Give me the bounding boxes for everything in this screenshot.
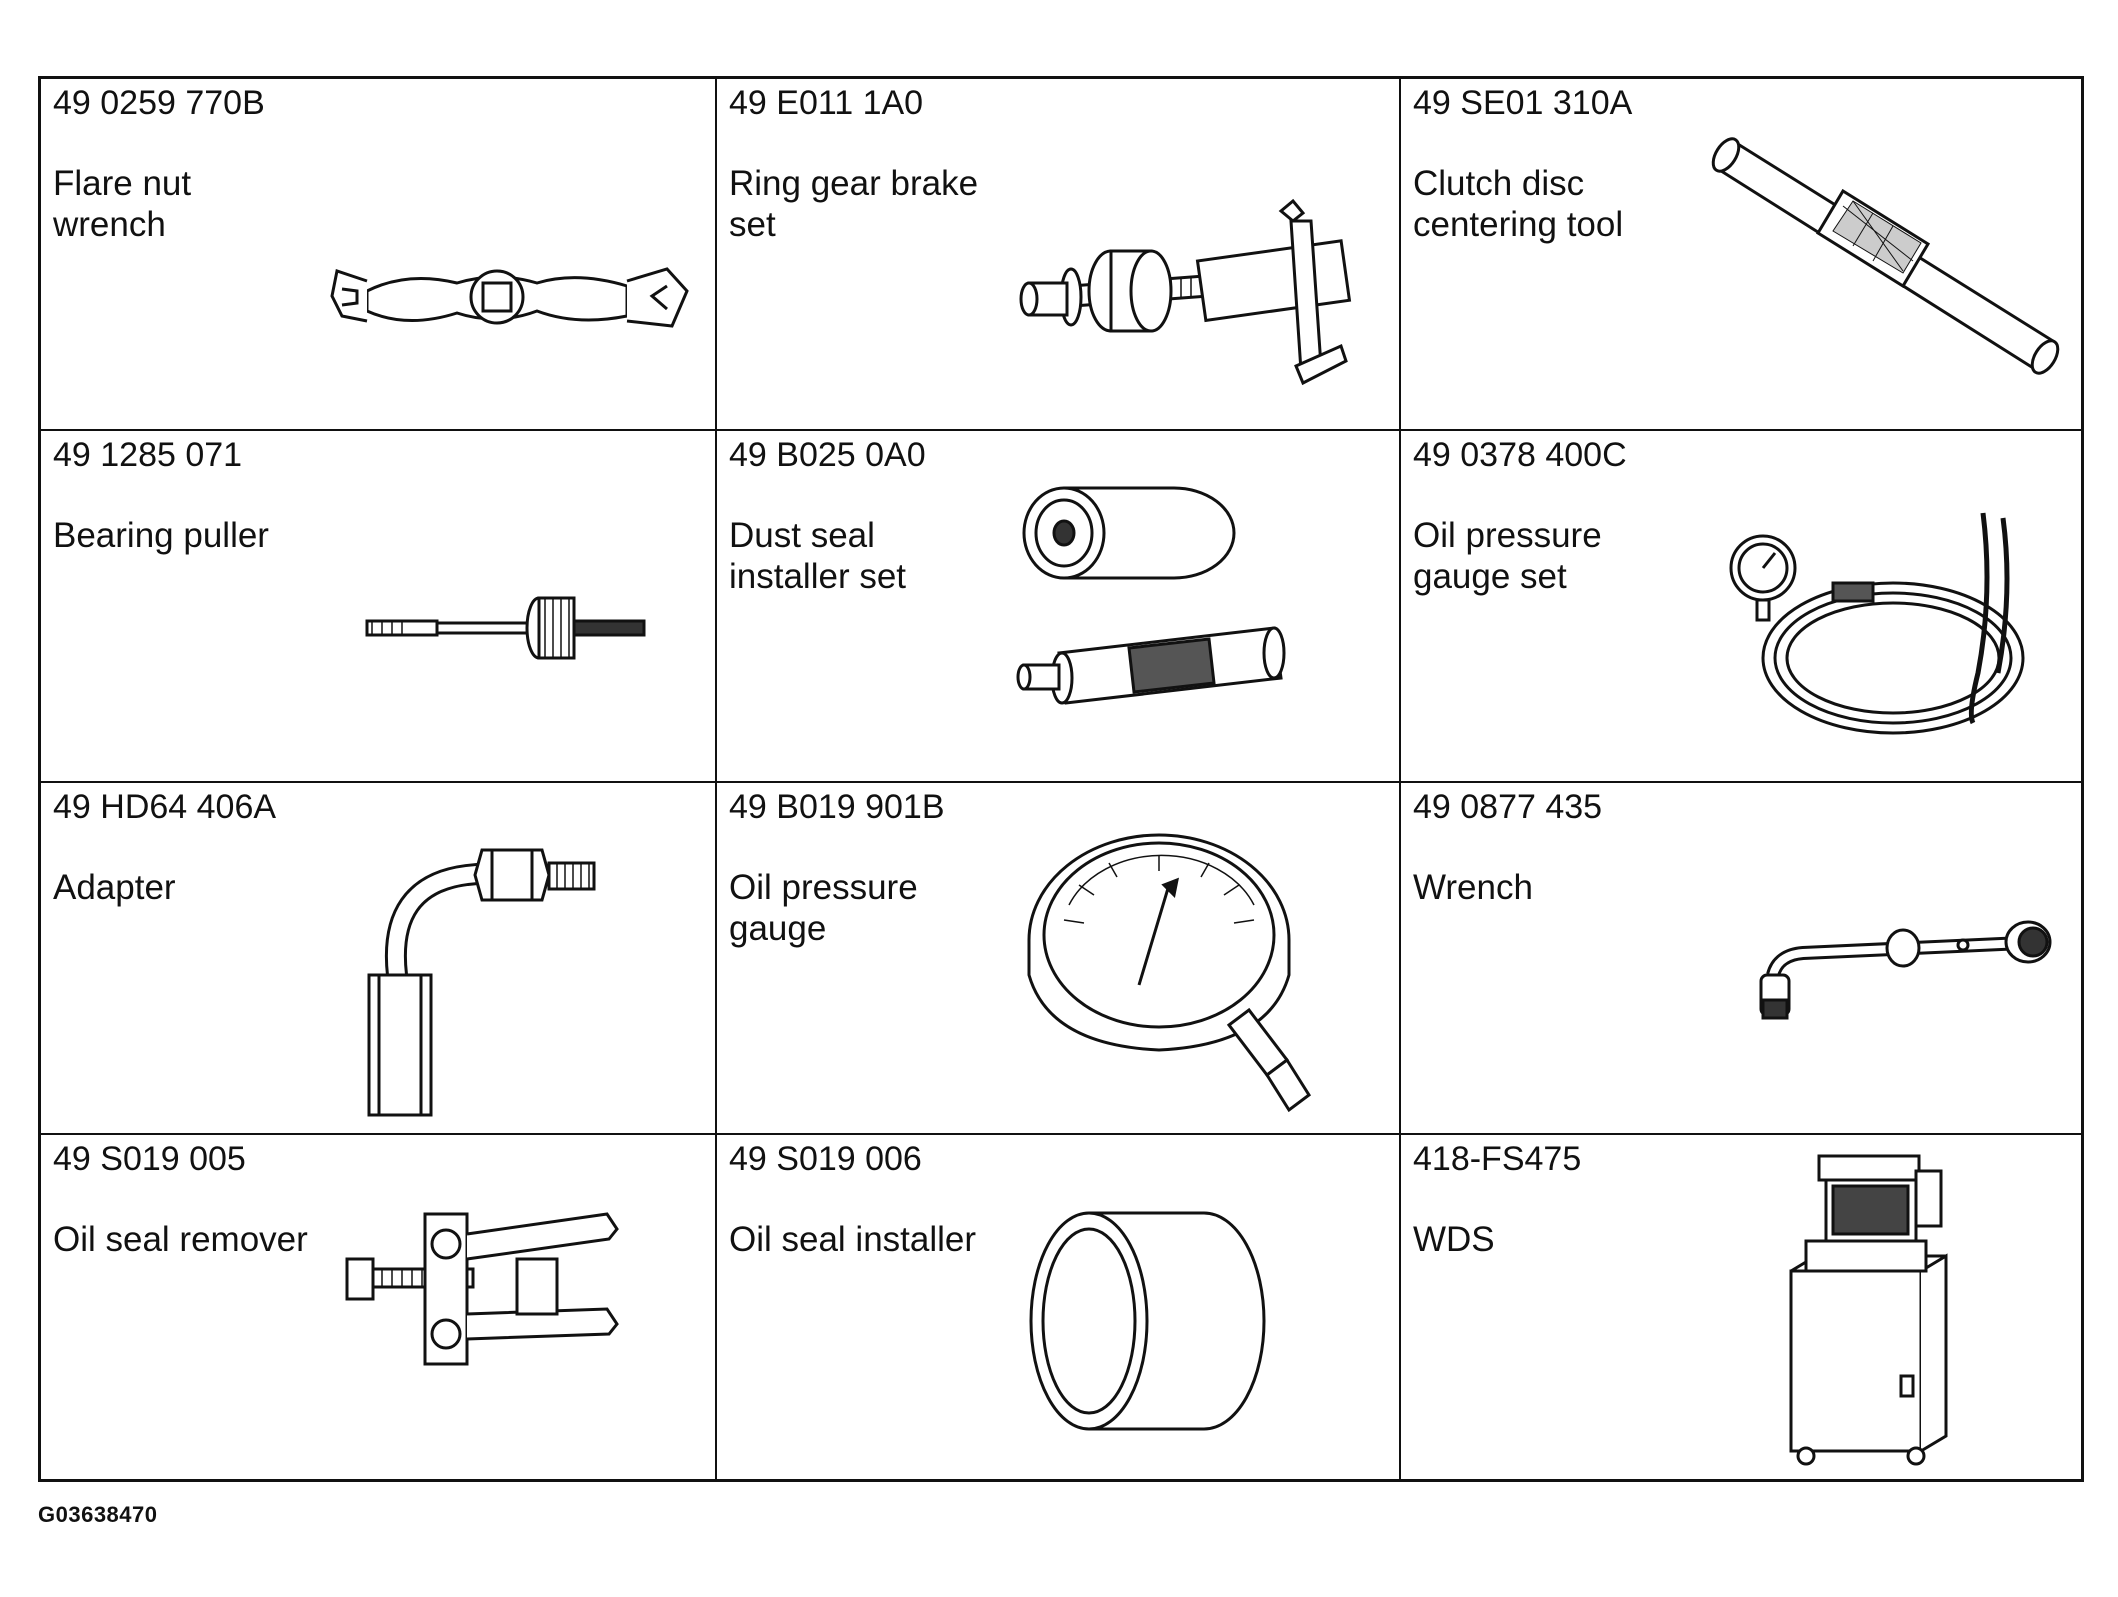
tool-name: Flare nut wrench (53, 164, 192, 244)
tool-code: 49 B019 901B (729, 788, 945, 826)
tool-cell-adapter: 49 HD64 406A Adapter (41, 783, 717, 1135)
tool-code: 418-FS475 (1413, 1140, 1582, 1178)
tool-name: Oil pressure gauge set (1413, 516, 1602, 596)
oil-seal-installer-icon (1009, 1171, 1309, 1471)
tool-name: Bearing puller (53, 516, 269, 555)
oil-pressure-gauge-icon (1019, 825, 1359, 1125)
tool-code: 49 0378 400C (1413, 436, 1627, 474)
tool-name: Oil seal remover (53, 1220, 308, 1259)
tool-cell-oil-pressure-gauge-set: 49 0378 400C Oil pressure gauge set (1401, 431, 2081, 783)
tool-name: Ring gear brake set (729, 164, 979, 244)
wds-station-icon (1771, 1151, 1971, 1471)
tool-code: 49 0877 435 (1413, 788, 1603, 826)
figure-reference-id: G03638470 (38, 1502, 158, 1527)
tool-cell-flare-nut-wrench: 49 0259 770B Flare nut wrench (41, 79, 717, 431)
tool-cell-ring-gear-brake-set: 49 E011 1A0 Ring gear brake set (717, 79, 1401, 431)
tool-cell-wds: 418-FS475 WDS (1401, 1135, 2081, 1479)
tool-code: 49 S019 005 (53, 1140, 246, 1178)
bearing-puller-icon (327, 473, 707, 773)
tool-cell-oil-seal-installer: 49 S019 006 Oil seal installer (717, 1135, 1401, 1479)
tool-code: 49 0259 770B (53, 84, 265, 122)
ring-gear-brake-set-icon (1011, 121, 1391, 421)
tool-code: 49 B025 0A0 (729, 436, 926, 474)
special-tools-table: 49 0259 770B Flare nut wrench 49 E011 1A… (38, 76, 2084, 1482)
tool-name: Oil pressure gauge (729, 868, 918, 948)
clutch-disc-centering-tool-icon (1693, 121, 2073, 421)
tool-code: 49 S019 006 (729, 1140, 922, 1178)
tool-cell-bearing-puller: 49 1285 071 Bearing puller (41, 431, 717, 783)
tool-code: 49 1285 071 (53, 436, 243, 474)
adapter-icon (327, 825, 707, 1125)
tool-name: Oil seal installer (729, 1220, 977, 1259)
tool-code: 49 E011 1A0 (729, 84, 924, 122)
tool-name: Dust seal installer set (729, 516, 907, 596)
tool-cell-oil-pressure-gauge: 49 B019 901B Oil pressure gauge (717, 783, 1401, 1135)
dust-seal-installer-set-icon (1009, 473, 1349, 773)
wrench-icon (1693, 825, 2073, 1125)
tool-name: WDS (1413, 1220, 1495, 1259)
tool-name: Adapter (53, 868, 176, 907)
tool-code: 49 HD64 406A (53, 788, 277, 826)
tool-name: Clutch disc centering tool (1413, 164, 1624, 244)
tool-cell-wrench: 49 0877 435 Wrench (1401, 783, 2081, 1135)
tool-code: 49 SE01 310A (1413, 84, 1633, 122)
oil-pressure-gauge-set-icon (1693, 473, 2073, 773)
tool-cell-dust-seal-installer-set: 49 B025 0A0 Dust seal installer set (717, 431, 1401, 783)
tool-cell-clutch-disc-centering-tool: 49 SE01 310A Clutch disc centering tool (1401, 79, 2081, 431)
flare-nut-wrench-icon (327, 121, 707, 421)
tool-name: Wrench (1413, 868, 1533, 907)
tool-cell-oil-seal-remover: 49 S019 005 Oil seal remover (41, 1135, 717, 1479)
oil-seal-remover-icon (327, 1139, 707, 1439)
